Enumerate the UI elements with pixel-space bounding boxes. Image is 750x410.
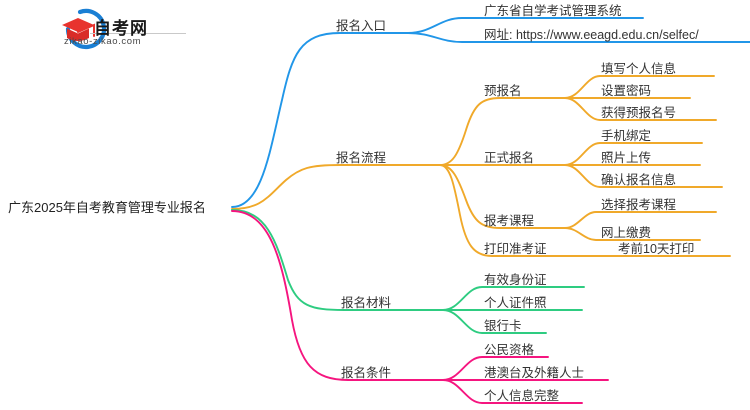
node-bank-card[interactable]: 银行卡 xyxy=(484,319,522,333)
edge-process-to-ticket xyxy=(439,164,601,257)
edge-courses-to-select xyxy=(564,211,717,229)
site-logo[interactable]: 自考网 zikao-zikao.com xyxy=(28,6,188,52)
node-course-registration[interactable]: 报考课程 xyxy=(484,214,535,228)
edge-pre-to-number xyxy=(564,97,717,121)
edge-formal-to-confirm xyxy=(564,164,723,188)
node-personal-id-photo[interactable]: 个人证件照 xyxy=(484,296,547,310)
node-print-admission-ticket[interactable]: 打印准考证 xyxy=(484,242,547,256)
node-formal-registration[interactable]: 正式报名 xyxy=(484,151,535,165)
logo-mark-icon xyxy=(62,8,107,50)
edge-entry-to-url xyxy=(407,32,750,43)
node-registration-conditions[interactable]: 报名条件 xyxy=(341,366,392,380)
edge-process-to-pre xyxy=(439,97,566,166)
edge-materials-to-bank xyxy=(442,309,547,334)
node-registration-process[interactable]: 报名流程 xyxy=(336,151,387,165)
node-confirm-registration-info[interactable]: 确认报名信息 xyxy=(601,173,677,187)
edge-root-to-process xyxy=(231,164,441,210)
edge-root-to-conditions xyxy=(231,210,444,381)
node-valid-id-card[interactable]: 有效身份证 xyxy=(484,273,547,287)
edge-root-to-entry xyxy=(231,32,409,208)
node-registration-materials[interactable]: 报名材料 xyxy=(341,296,392,310)
logo-title: 自考网 xyxy=(94,19,148,38)
logo-domain: zikao-zikao.com xyxy=(64,36,142,47)
edge-conditions-to-complete xyxy=(442,379,583,404)
edge-process-to-courses xyxy=(439,164,566,229)
node-complete-personal-info[interactable]: 个人信息完整 xyxy=(484,389,560,403)
node-exam-system[interactable]: 广东省自学考试管理系统 xyxy=(484,4,622,18)
node-set-password[interactable]: 设置密码 xyxy=(601,84,652,98)
node-fill-personal-info[interactable]: 填写个人信息 xyxy=(601,62,677,76)
mindmap-root-node[interactable]: 广东2025年自考教育管理专业报名 xyxy=(8,200,206,215)
logo-divider xyxy=(90,33,186,34)
node-citizenship[interactable]: 公民资格 xyxy=(484,343,535,357)
node-online-payment[interactable]: 网上缴费 xyxy=(601,226,652,240)
node-get-pre-registration-number[interactable]: 获得预报名号 xyxy=(601,106,677,120)
node-hk-macau-taiwan-foreign[interactable]: 港澳台及外籍人士 xyxy=(484,366,585,380)
edge-courses-to-pay xyxy=(564,227,701,241)
node-select-courses[interactable]: 选择报考课程 xyxy=(601,198,677,212)
node-phone-binding[interactable]: 手机绑定 xyxy=(601,129,652,143)
node-print-10-days-before[interactable]: 考前10天打印 xyxy=(618,242,695,256)
node-photo-upload[interactable]: 照片上传 xyxy=(601,151,652,165)
node-registration-entry[interactable]: 报名入口 xyxy=(336,19,387,33)
node-pre-registration[interactable]: 预报名 xyxy=(484,84,522,98)
node-entry-url[interactable]: 网址: https://www.eeagd.edu.cn/selfec/ xyxy=(484,28,699,42)
edge-root-to-materials xyxy=(231,209,444,311)
